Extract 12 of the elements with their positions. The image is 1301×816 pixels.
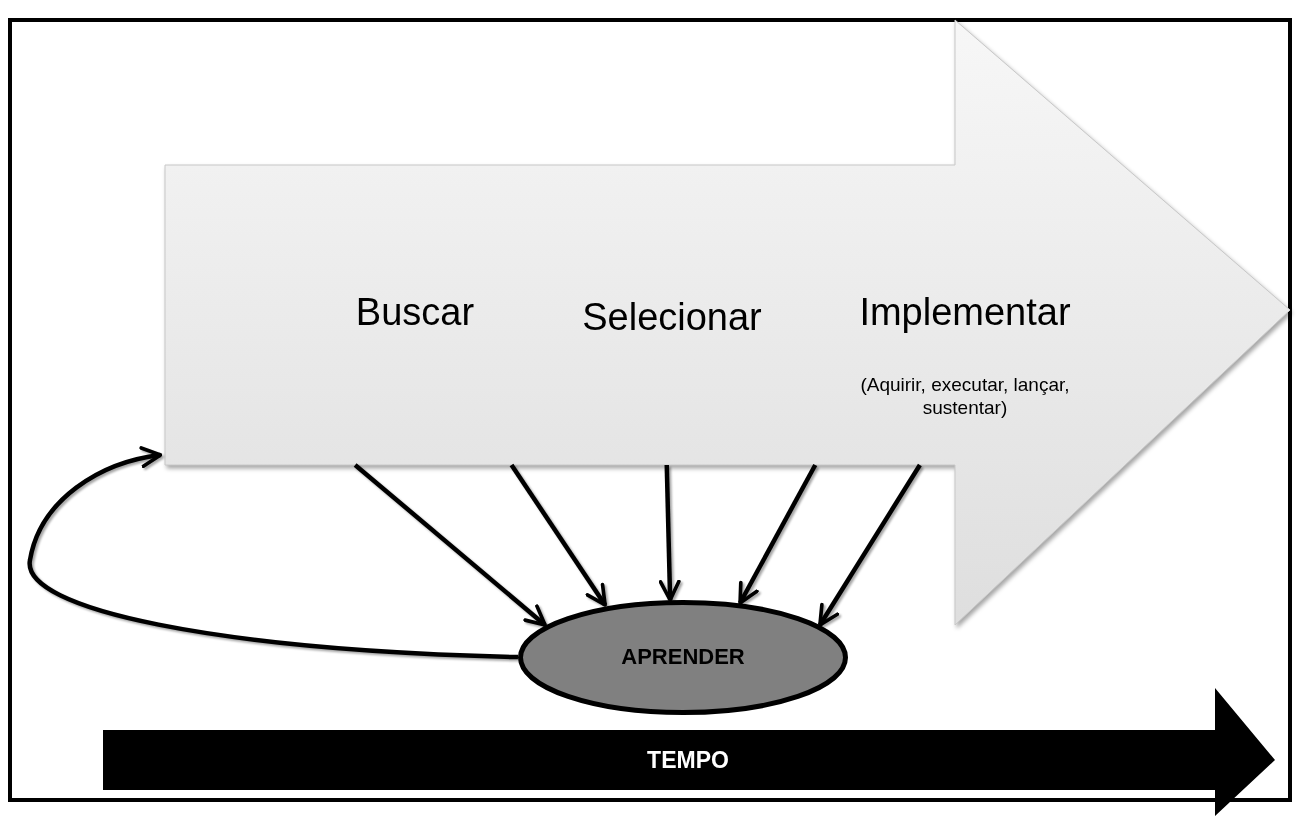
node-label: APRENDER <box>621 644 745 670</box>
stage-note: (Aquirir, executar, lançar, sustentar) <box>859 374 1071 420</box>
stage-label: Selecionar <box>582 295 762 339</box>
node-label: TEMPO <box>647 746 729 774</box>
arrow <box>818 463 922 627</box>
arrow <box>658 464 681 602</box>
arrow <box>353 463 547 627</box>
arrow <box>509 463 607 607</box>
stage-label: Buscar <box>355 290 475 334</box>
arrow <box>738 463 818 605</box>
stage-label: Implementar <box>859 290 1071 334</box>
arrow <box>27 447 519 660</box>
